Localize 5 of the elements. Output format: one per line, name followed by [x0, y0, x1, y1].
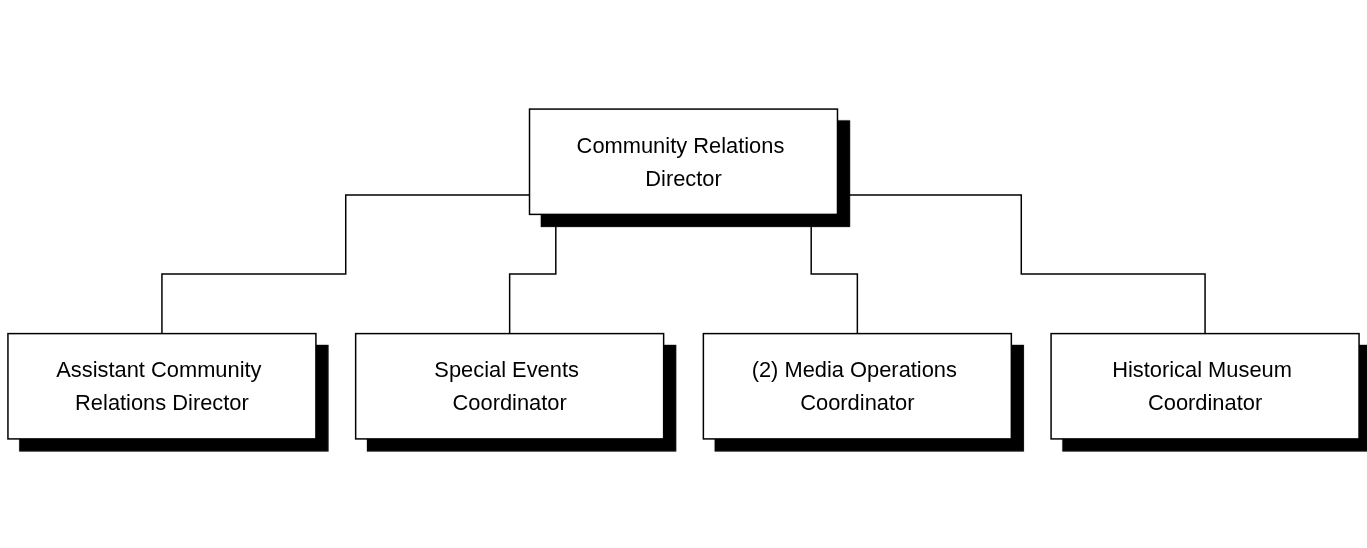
node-box: (2) Media Operations Coordinator: [702, 332, 1013, 440]
node-box: Historical Museum Coordinator: [1050, 332, 1360, 440]
node-box: Community Relations Director: [528, 108, 839, 216]
node-box: Assistant Community Relations Director: [7, 332, 317, 440]
node-box: Special Events Coordinator: [354, 332, 665, 440]
